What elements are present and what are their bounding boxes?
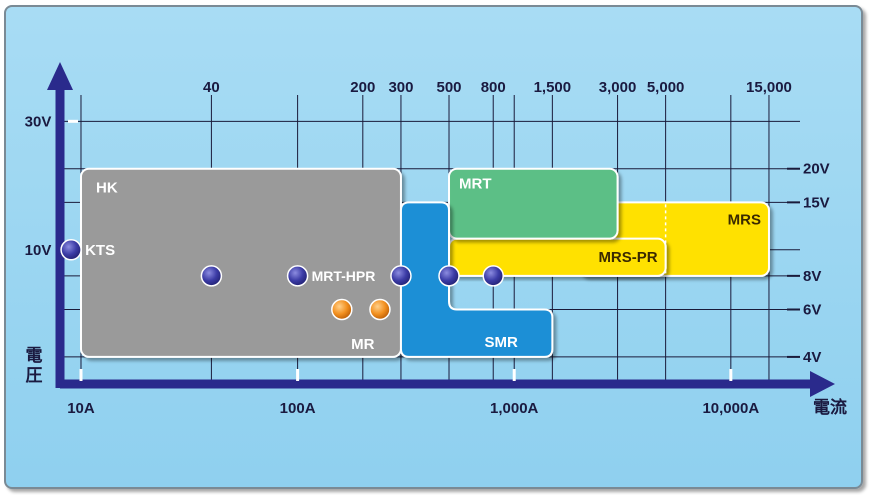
x-tick-label: 10A bbox=[67, 400, 95, 417]
point-label-mrt-hpr: MRT-HPR bbox=[312, 268, 376, 284]
x-top-tick-label: 5,000 bbox=[647, 79, 685, 96]
x-top-tick-label: 200 bbox=[350, 79, 375, 96]
data-point-mrt-hpr bbox=[286, 265, 309, 287]
x-top-tick-label: 15,000 bbox=[746, 79, 792, 96]
y-tick-label: 10V bbox=[25, 242, 52, 259]
data-point bbox=[369, 298, 391, 321]
data-point bbox=[200, 265, 223, 287]
x-top-tick-label: 800 bbox=[481, 79, 506, 96]
region-label-mrt: MRT bbox=[459, 176, 492, 193]
x-top-tick-label: 40 bbox=[203, 79, 220, 96]
data-point-kts bbox=[60, 239, 82, 261]
x-top-tick-label: 1,500 bbox=[534, 79, 572, 96]
x-axis-label: 電流 bbox=[813, 397, 847, 417]
y-right-tick-label: 6V bbox=[803, 302, 821, 319]
x-top-tick-label: 300 bbox=[388, 79, 413, 96]
x-tick-marker bbox=[296, 369, 300, 381]
x-axis-arrow bbox=[810, 371, 835, 397]
region-label-mrs-pr: MRS-PR bbox=[598, 249, 657, 266]
data-point bbox=[390, 265, 412, 287]
x-tick-marker bbox=[729, 369, 733, 381]
x-top-tick-label: 500 bbox=[436, 79, 461, 96]
region-label-hk: HK bbox=[96, 180, 118, 197]
x-tick-marker bbox=[79, 369, 83, 381]
x-tick-marker bbox=[512, 369, 516, 381]
data-point-mr bbox=[331, 298, 353, 321]
x-tick-label: 10,000A bbox=[702, 400, 759, 417]
region-smr bbox=[399, 201, 554, 358]
y-axis-arrow bbox=[47, 62, 73, 90]
y-right-tick-label: 20V bbox=[803, 161, 830, 178]
region-label-smr: SMR bbox=[485, 334, 519, 351]
data-point bbox=[482, 265, 504, 287]
x-tick-label: 1,000A bbox=[490, 400, 539, 417]
y-tick-label: 30V bbox=[25, 113, 52, 130]
point-label-mr: MR bbox=[351, 336, 374, 353]
data-point bbox=[438, 265, 460, 287]
x-top-tick-label: 3,000 bbox=[599, 79, 637, 96]
y-axis-label: 電圧 bbox=[26, 346, 43, 385]
point-label-kts: KTS bbox=[85, 242, 115, 259]
y-right-tick-label: 8V bbox=[803, 268, 821, 285]
region-label-mrs: MRS bbox=[728, 211, 761, 228]
y-tick-marker bbox=[68, 119, 78, 123]
y-right-tick-label: 15V bbox=[803, 194, 830, 211]
x-tick-label: 100A bbox=[280, 400, 316, 417]
region-hk bbox=[79, 167, 402, 358]
y-right-tick-label: 4V bbox=[803, 349, 821, 366]
region-mrt bbox=[448, 167, 619, 240]
